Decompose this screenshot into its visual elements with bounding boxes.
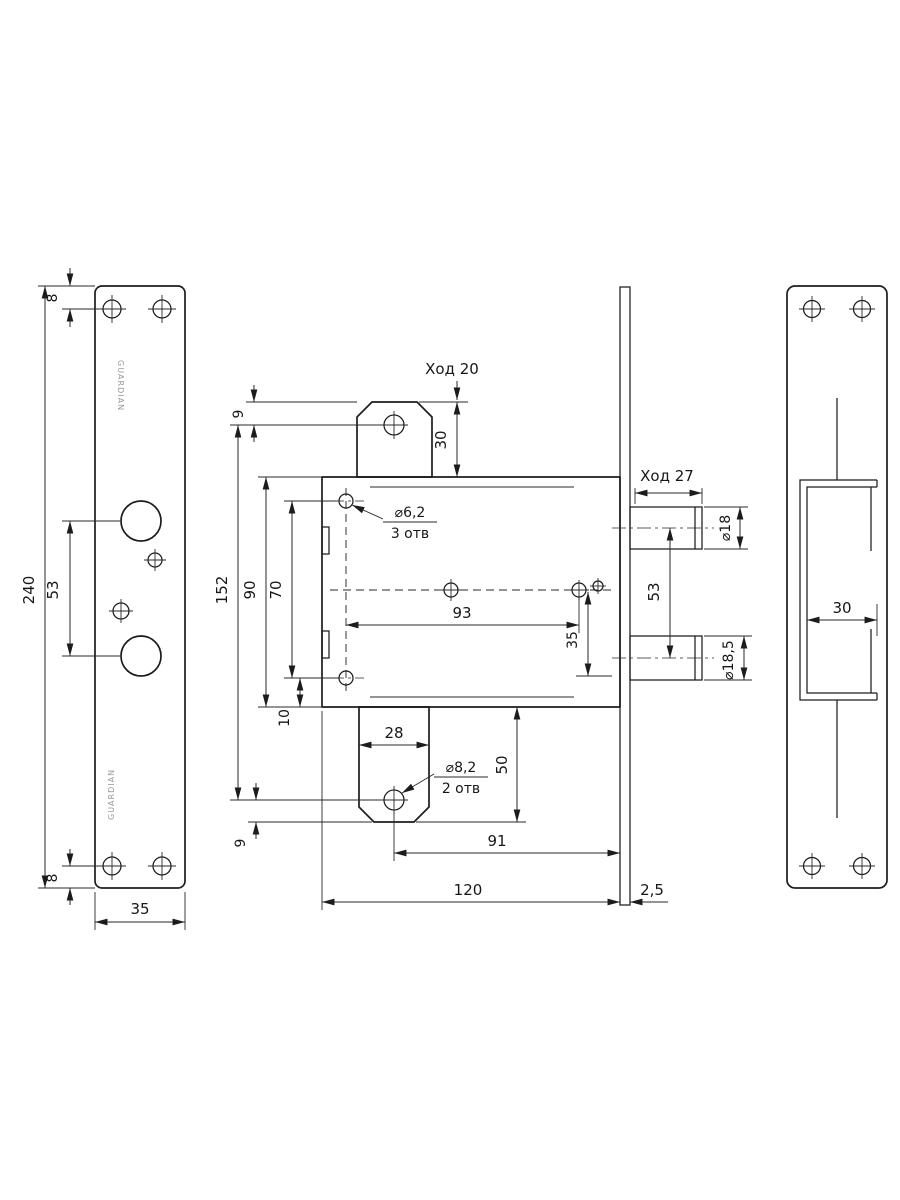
- note-2-holes-label: 2 отв: [442, 781, 480, 797]
- dim-dia-18-5-label: ⌀18,5: [721, 640, 737, 680]
- dim-152-label: 152: [213, 576, 231, 605]
- dim-70-label: 70: [267, 580, 285, 599]
- lock-body-view: 9 Ход 20 30 152 90 70 ⌀6,2 3 отв: [213, 286, 752, 910]
- dim-8-top-label: 8: [45, 294, 61, 303]
- front-plate-view: GUARDIAN GUARDIAN 8 240 53 8 35: [20, 268, 186, 930]
- latch-travel-label: Ход 20: [425, 360, 479, 378]
- strike-plate-screw-holes: [799, 296, 875, 879]
- brand-text-top: GUARDIAN: [116, 360, 125, 411]
- dim-10-label: 10: [277, 709, 293, 727]
- dim-53-right-label: 53: [645, 582, 663, 601]
- strike-plate-view: 30: [786, 285, 888, 889]
- dim-dia-18-label: ⌀18: [718, 515, 734, 541]
- note-dia-6-2-label: ⌀6,2: [395, 505, 426, 521]
- tail-housing: [358, 706, 430, 823]
- cylinder-hole-lower: [120, 635, 162, 677]
- latch-housing: [356, 401, 433, 478]
- dim-53-left-label: 53: [44, 580, 62, 599]
- dim-90-label: 90: [241, 580, 259, 599]
- dim-50-label: 50: [493, 755, 511, 774]
- brand-text-bottom: GUARDIAN: [107, 769, 116, 820]
- lock-body-dimensions: 9 Ход 20 30 152 90 70 ⌀6,2 3 отв: [213, 360, 752, 910]
- dim-9-top-label: 9: [231, 410, 247, 419]
- dim-91-label: 91: [487, 832, 506, 850]
- dim-35-label: 35: [130, 900, 149, 918]
- dim-8-bottom-label: 8: [45, 874, 61, 883]
- mount-hole-top-left: [338, 493, 354, 509]
- note-dia-8-2-label: ⌀8,2: [446, 760, 477, 776]
- dim-35-mid-label: 35: [565, 631, 581, 649]
- front-plate-screw-holes: [98, 295, 176, 880]
- dim-240-label: 240: [20, 576, 38, 605]
- note-3-holes-label: 3 отв: [391, 526, 429, 542]
- bolt-travel-label: Ход 27: [640, 467, 694, 485]
- front-plate-dimensions: 8 240 53 8 35: [20, 268, 186, 930]
- dim-120-label: 120: [454, 881, 483, 899]
- dim-30-label: 30: [432, 430, 450, 449]
- cylinder-hole-upper: [120, 500, 162, 542]
- mount-hole-bottom-left: [338, 670, 354, 686]
- dim-28-label: 28: [384, 724, 403, 742]
- dim-9-bottom-label: 9: [233, 839, 249, 848]
- deadbolts: [612, 506, 714, 681]
- dim-30-right-label: 30: [832, 599, 851, 617]
- dim-93-label: 93: [452, 604, 471, 622]
- channel-bracket: [799, 479, 878, 701]
- dim-2-5-label: 2,5: [640, 881, 664, 899]
- faceplate-strip: [619, 286, 631, 906]
